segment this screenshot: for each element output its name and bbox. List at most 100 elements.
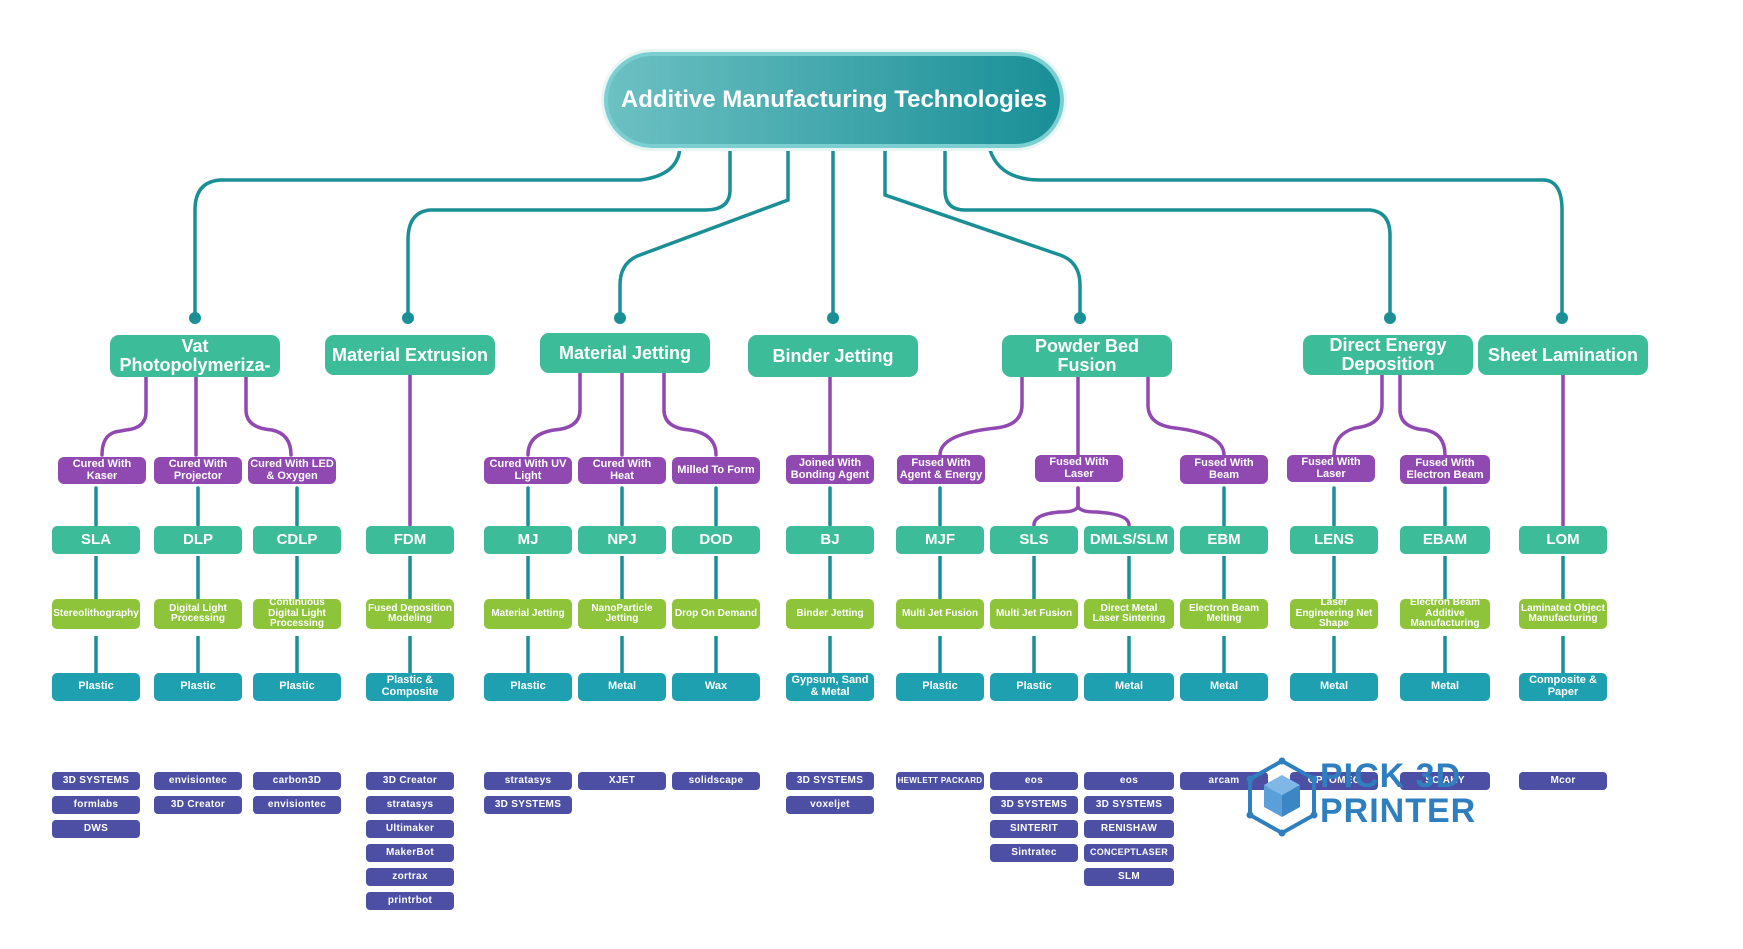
logo-line2: PRINTER [1320, 792, 1477, 830]
brand-logo: arcam [1180, 772, 1268, 790]
brand-logo: solidscape [672, 772, 760, 790]
process-abbr: EBM [1180, 526, 1268, 554]
material-label: Plastic [253, 673, 341, 701]
process-full-name: Continuous Digital Light Processing [253, 599, 341, 629]
process-abbr: EBAM [1400, 526, 1490, 554]
brand-logo: SINTERIT [990, 820, 1078, 838]
process-abbr: FDM [366, 526, 454, 554]
brand-logo: envisiontec [154, 772, 242, 790]
brand-logo: MakerBot [366, 844, 454, 862]
brand-logo: formlabs [52, 796, 140, 814]
brand-logo: CONCEPTLASER [1084, 844, 1174, 862]
process-abbr: DOD [672, 526, 760, 554]
process-full-name: Laminated Object Manufacturing [1519, 599, 1607, 629]
process-full-name: Material Jetting [484, 599, 572, 629]
method-label: Fused With Laser [1287, 455, 1375, 482]
process-full-name: Electron Beam Additive Manufacturing [1400, 599, 1490, 629]
process-abbr: DMLS/SLM [1084, 526, 1174, 554]
cube-icon [1246, 757, 1318, 837]
brand-logo: 3D SYSTEMS [990, 796, 1078, 814]
material-label: Plastic [990, 673, 1078, 701]
method-label: Joined With Bonding Agent [786, 455, 874, 484]
process-abbr: SLS [990, 526, 1078, 554]
material-label: Composite & Paper [1519, 673, 1607, 701]
root-title: Additive Manufacturing Technologies [604, 52, 1064, 148]
brand-logo: eos [990, 772, 1078, 790]
category-sheet-lamination: Sheet Lamination [1478, 335, 1648, 375]
brand-logo: 3D SYSTEMS [484, 796, 572, 814]
process-full-name: Multi Jet Fusion [990, 599, 1078, 629]
category-material-jetting: Material Jetting [540, 333, 710, 373]
brand-logo: SCIAKY [1400, 772, 1490, 790]
process-abbr: NPJ [578, 526, 666, 554]
brand-logo: printrbot [366, 892, 454, 910]
process-abbr: MJ [484, 526, 572, 554]
process-full-name: NanoParticle Jetting [578, 599, 666, 629]
material-label: Metal [1290, 673, 1378, 701]
method-label: Fused With Electron Beam [1400, 455, 1490, 484]
brand-logo: envisiontec [253, 796, 341, 814]
process-full-name: Binder Jetting [786, 599, 874, 629]
brand-logo: eos [1084, 772, 1174, 790]
brand-logo: carbon3D [253, 772, 341, 790]
brand-logo: zortrax [366, 868, 454, 886]
material-label: Metal [1180, 673, 1268, 701]
process-abbr: LOM [1519, 526, 1607, 554]
material-label: Plastic & Composite [366, 673, 454, 701]
category-binder-jetting: Binder Jetting [748, 335, 918, 377]
process-abbr: DLP [154, 526, 242, 554]
category-vat-photopolymerization: Vat Photopolymeriza- [110, 335, 280, 377]
process-full-name: Stereolithography [52, 599, 140, 629]
method-label: Fused With Beam [1180, 455, 1268, 484]
brand-logo: Ultimaker [366, 820, 454, 838]
brand-logo: stratasys [366, 796, 454, 814]
process-abbr: BJ [786, 526, 874, 554]
material-label: Wax [672, 673, 760, 701]
brand-logo: 3D SYSTEMS [786, 772, 874, 790]
brand-logo: XJET [578, 772, 666, 790]
method-label: Cured With UV Light [484, 457, 572, 484]
brand-logo: voxeljet [786, 796, 874, 814]
process-abbr: MJF [896, 526, 984, 554]
brand-logo: 3D SYSTEMS [1084, 796, 1174, 814]
process-abbr: SLA [52, 526, 140, 554]
category-material-extrusion: Material Extrusion [325, 335, 495, 375]
process-full-name: Laser Engineering Net Shape [1290, 599, 1378, 629]
material-label: Plastic [154, 673, 242, 701]
method-label: Cured With Projector [154, 457, 242, 484]
brand-logo: SLM [1084, 868, 1174, 886]
material-label: Plastic [52, 673, 140, 701]
process-full-name: Drop On Demand [672, 599, 760, 629]
method-label: Cured With Heat [578, 457, 666, 484]
brand-logo: 3D SYSTEMS [52, 772, 140, 790]
process-full-name: Digital Light Processing [154, 599, 242, 629]
brand-logo: Mcor [1519, 772, 1607, 790]
brand-logo: stratasys [484, 772, 572, 790]
process-abbr: LENS [1290, 526, 1378, 554]
method-label: Fused With Laser [1035, 455, 1123, 482]
process-full-name: Fused Deposition Modeling [366, 599, 454, 629]
method-label: Cured With LED & Oxygen [248, 457, 336, 484]
brand-logo: DWS [52, 820, 140, 838]
process-full-name: Multi Jet Fusion [896, 599, 984, 629]
process-abbr: CDLP [253, 526, 341, 554]
method-label: Milled To Form [672, 457, 760, 484]
process-full-name: Direct Metal Laser Sintering [1084, 599, 1174, 629]
method-label: Fused With Agent & Energy [897, 455, 985, 484]
category-direct-energy-deposition: Direct Energy Deposition [1303, 335, 1473, 375]
material-label: Plastic [484, 673, 572, 701]
method-label: Cured With Kaser [58, 457, 146, 484]
pick3dprinter-logo: PICK 3D PRINTER [1244, 757, 1494, 837]
brand-logo: 3D Creator [366, 772, 454, 790]
logo-line1: PICK 3D [1320, 757, 1462, 795]
material-label: Plastic [896, 673, 984, 701]
material-label: Metal [1084, 673, 1174, 701]
brand-logo: RENISHAW [1084, 820, 1174, 838]
brand-logo: 3D Creator [154, 796, 242, 814]
category-powder-bed-fusion: Powder Bed Fusion [1002, 335, 1172, 377]
material-label: Gypsum, Sand & Metal [786, 673, 874, 701]
material-label: Metal [1400, 673, 1490, 701]
brand-logo: HEWLETT PACKARD [896, 772, 984, 790]
brand-logo: Sintratec [990, 844, 1078, 862]
